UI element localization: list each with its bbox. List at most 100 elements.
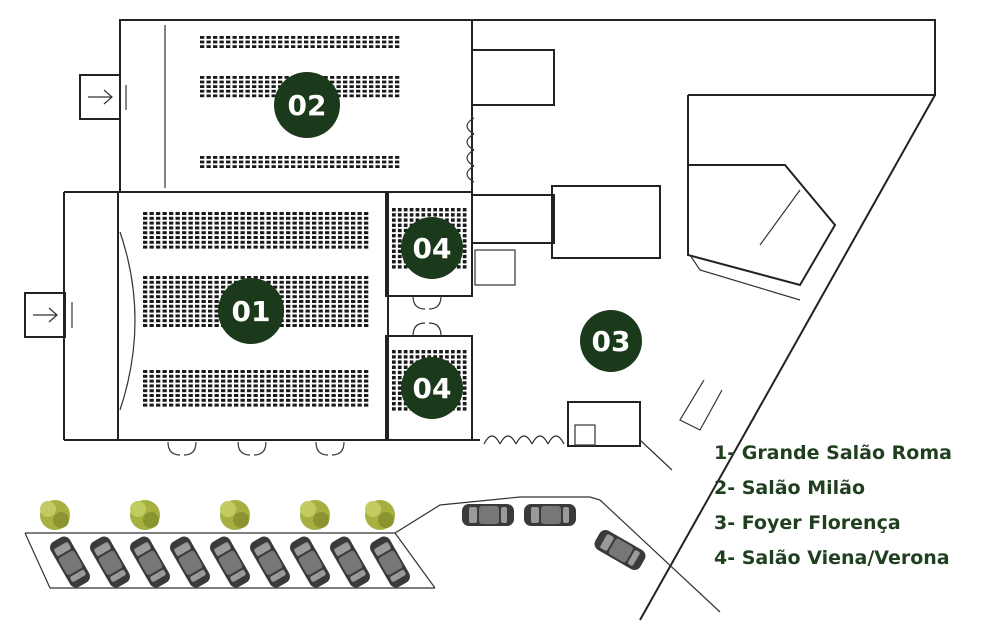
seat-icon (240, 394, 245, 397)
seat-icon (226, 160, 231, 164)
seat-icon (421, 208, 426, 212)
seat-icon (253, 398, 258, 402)
seat-icon (149, 285, 154, 289)
seat-icon (318, 280, 323, 284)
seat-icon (305, 245, 310, 249)
seat-icon (462, 381, 467, 385)
seat-icon (364, 276, 369, 279)
seat-icon (336, 40, 341, 44)
seat-icon (338, 319, 343, 323)
seat-icon (362, 45, 367, 48)
seat-icon (286, 324, 291, 327)
seat-icon (305, 226, 310, 230)
seat-icon (456, 213, 461, 217)
seat-icon (273, 394, 278, 397)
seat-icon (260, 240, 265, 244)
seat-icon (338, 394, 343, 397)
seat-icon (286, 309, 291, 313)
seat-icon (200, 160, 205, 164)
seat-icon (351, 226, 356, 230)
seat-icon (188, 212, 193, 215)
seat-icon (357, 374, 362, 378)
seat-icon (415, 208, 420, 212)
seat-icon (397, 360, 402, 364)
seat-icon (156, 231, 161, 235)
seat-icon (213, 36, 218, 39)
seat-icon (206, 156, 211, 159)
seat-icon (357, 280, 362, 284)
seat-icon (258, 85, 263, 88)
seat-icon (362, 40, 367, 44)
seat-icon (169, 240, 174, 244)
seat-icon (397, 391, 402, 395)
seat-icon (392, 386, 396, 390)
seat-icon (221, 398, 226, 402)
seat-icon (330, 165, 335, 168)
seat-icon (279, 212, 284, 215)
seat-icon (226, 45, 231, 48)
seat-icon (182, 384, 187, 388)
seat-icon (245, 85, 250, 88)
seat-icon (312, 240, 317, 244)
seat-icon (219, 156, 224, 159)
seat-icon (273, 280, 278, 284)
seat-icon (201, 304, 206, 308)
seat-icon (260, 236, 265, 239)
seat-icon (369, 165, 374, 168)
seat-icon (252, 156, 257, 159)
seat-icon (343, 85, 348, 88)
seat-icon (252, 80, 257, 84)
seat-icon (451, 213, 455, 217)
seat-icon (325, 226, 330, 230)
seat-icon (357, 216, 362, 220)
seat-icon (305, 280, 310, 284)
room-marker-01: 01 (218, 278, 284, 344)
seat-icon (245, 160, 250, 164)
seat-icon (357, 309, 362, 313)
seat-icon (200, 85, 205, 88)
seat-icon (245, 40, 250, 44)
seat-icon (156, 384, 161, 388)
seat-icon (382, 85, 387, 88)
seat-icon (291, 160, 296, 164)
seat-icon (331, 398, 336, 402)
seat-icon (232, 40, 237, 44)
seat-icon (286, 285, 291, 289)
seat-icon (188, 398, 193, 402)
seat-icon (286, 304, 291, 308)
seat-icon (175, 245, 180, 249)
seat-icon (221, 216, 226, 220)
seat-icon (169, 379, 174, 383)
seat-icon (318, 285, 323, 289)
door-icon (515, 435, 533, 445)
seat-icon (344, 245, 349, 249)
seat-icon (299, 314, 304, 318)
seat-icon (252, 76, 257, 79)
seat-icon (156, 236, 161, 239)
seat-icon (375, 160, 380, 164)
seat-icon (336, 85, 341, 88)
seat-icon (156, 285, 161, 289)
seat-icon (208, 304, 213, 308)
seat-icon (195, 403, 200, 407)
seat-icon (364, 231, 369, 235)
seat-icon (149, 240, 154, 244)
seat-icon (305, 216, 310, 220)
seat-icon (175, 389, 180, 393)
seat-icon (304, 165, 309, 168)
seat-icon (149, 300, 154, 303)
car-icon (170, 536, 210, 588)
seat-icon (239, 40, 244, 44)
seat-icon (240, 374, 245, 378)
seat-icon (445, 208, 449, 212)
seat-icon (305, 240, 310, 244)
seat-icon (247, 398, 252, 402)
seat-icon (331, 304, 336, 308)
seat-icon (325, 389, 330, 393)
seat-icon (226, 40, 231, 44)
seat-icon (227, 216, 232, 220)
seat-icon (323, 160, 328, 164)
seat-icon (232, 94, 237, 98)
seat-icon (325, 236, 330, 239)
